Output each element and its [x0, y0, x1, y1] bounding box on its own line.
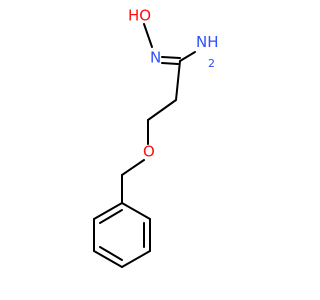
- bond-ho-n: [143, 23, 153, 48]
- ring-bond-4-inner: [99, 246, 123, 261]
- bond-n-c1: [161, 56, 181, 59]
- ring-bond-4: [93, 250, 123, 268]
- bond-n-c1-second: [161, 62, 179, 65]
- bond-o-c4: [121, 159, 145, 176]
- bond-c2-c3: [147, 99, 177, 121]
- imine-nitrogen-label: N: [150, 49, 161, 67]
- amine-nitrogen-subscript: 2: [208, 57, 215, 70]
- ether-oxygen-label: O: [143, 143, 155, 161]
- hydroxyl-label: HO: [128, 7, 151, 25]
- ring-bond-3: [121, 250, 151, 268]
- molecule-structure: HO N NH 2 O: [93, 7, 219, 268]
- bond-c1-c2: [175, 60, 181, 101]
- bond-c1-nh2: [179, 51, 196, 62]
- ring-bond-1: [121, 202, 151, 220]
- amine-nitrogen-main: NH: [196, 33, 219, 51]
- ring-bond-6-inner: [99, 209, 123, 224]
- molecule-canvas: HO N NH 2 O: [93, 6, 219, 268]
- bonds: [93, 23, 196, 268]
- atom-labels: HO N NH 2 O: [128, 7, 219, 161]
- ring-bond-6: [93, 202, 123, 220]
- amine-nitrogen-label: NH: [196, 33, 219, 51]
